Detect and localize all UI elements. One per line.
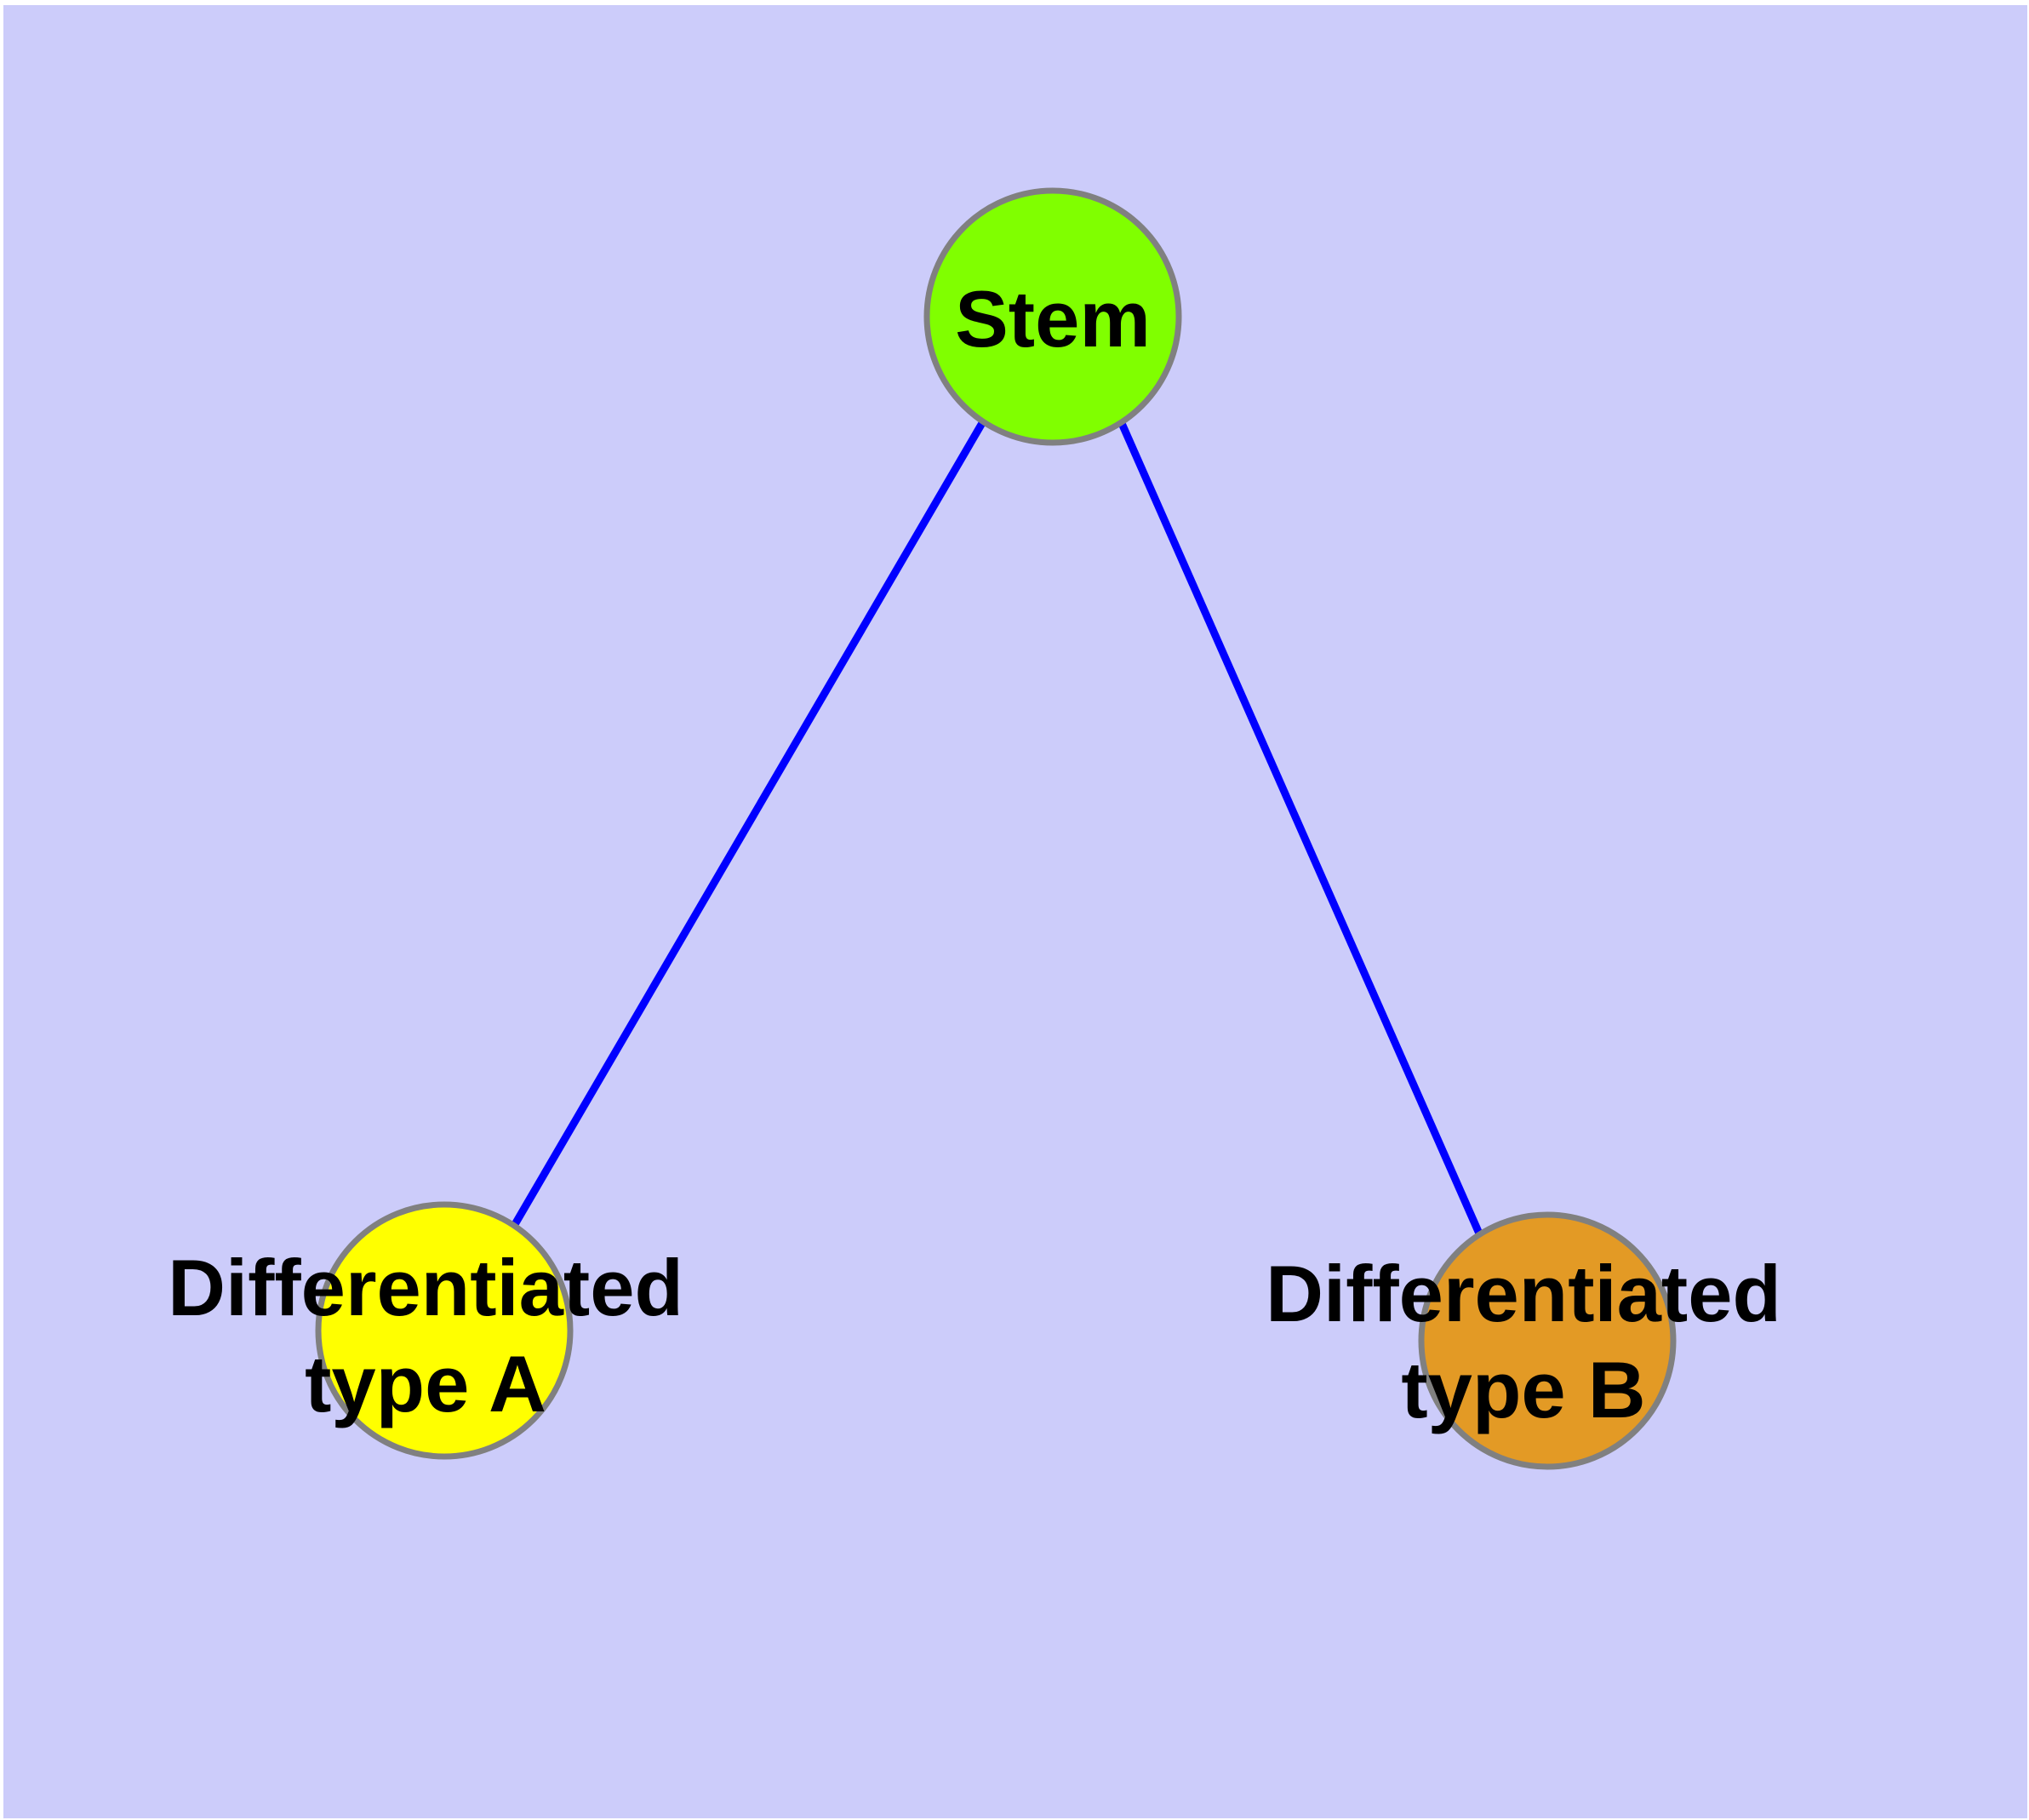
node-differentiated-type-a-label-line2: type A <box>305 1339 546 1428</box>
node-stem[interactable] <box>923 187 1182 446</box>
node-differentiated-type-b-label-line2: type B <box>1401 1345 1645 1434</box>
node-differentiated-type-a-label-line1: Differentiated <box>168 1243 683 1332</box>
edge-stem-to-differentiated-type-b[interactable] <box>1117 420 1483 1235</box>
node-differentiated-type-a-circle[interactable] <box>315 1201 574 1460</box>
node-differentiated-type-a[interactable] <box>315 1201 574 1460</box>
node-stem-label: Stem <box>955 274 1151 363</box>
node-stem-circle[interactable] <box>923 187 1182 446</box>
edge-layer <box>511 420 1483 1235</box>
label-layer: Stem Differentiated type A Differentiate… <box>168 274 1781 1434</box>
edge-stem-to-differentiated-type-a[interactable] <box>511 421 986 1228</box>
node-layer <box>315 187 1677 1470</box>
node-differentiated-type-b-label-line1: Differentiated <box>1266 1249 1781 1338</box>
node-differentiated-type-b-circle[interactable] <box>1418 1211 1677 1470</box>
node-differentiated-type-b[interactable] <box>1418 1211 1677 1470</box>
